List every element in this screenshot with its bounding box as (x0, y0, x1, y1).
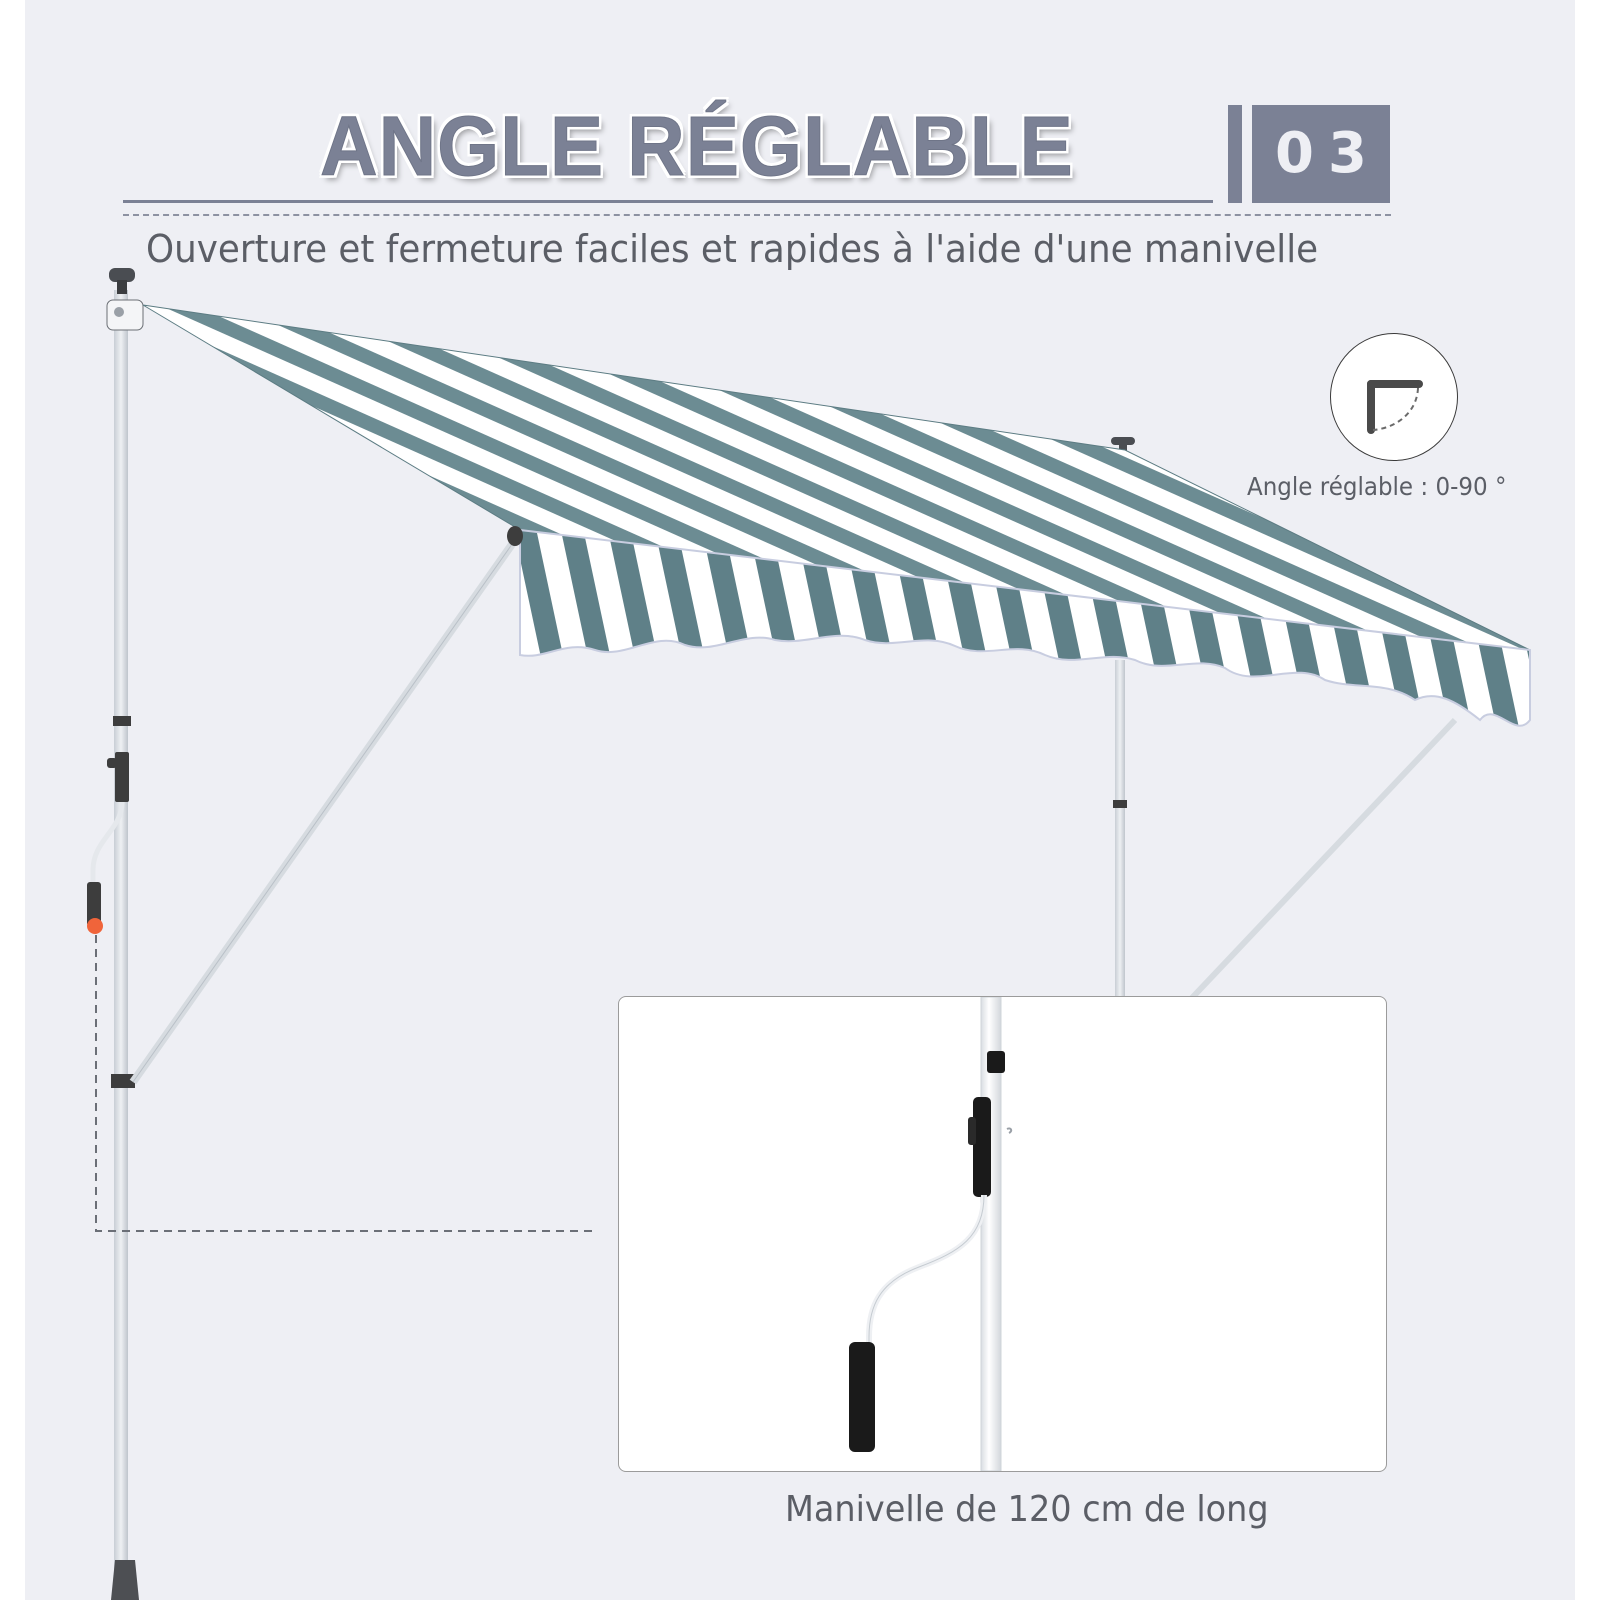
crank-handle-image (849, 997, 1013, 1471)
step-number-badge: 03 (1252, 105, 1390, 203)
awning-valance (519, 528, 1531, 727)
angle-indicator (1330, 333, 1458, 461)
dashed-divider (123, 214, 1391, 216)
highlight-dot (87, 918, 103, 934)
awning-illustration (87, 268, 1531, 1600)
page-title: ANGLE RÉGLABLE (320, 99, 1074, 194)
right-pole (1111, 437, 1458, 1003)
inset-caption: Manivelle de 120 cm de long (785, 1489, 1269, 1530)
right-angle-icon (1367, 380, 1423, 434)
left-pole (87, 268, 144, 1600)
crank-closeup-inset (618, 996, 1387, 1472)
title-underline (123, 200, 1213, 203)
page-subtitle: Ouverture et fermeture faciles et rapide… (146, 227, 1319, 271)
feature-canvas: ANGLE RÉGLABLE 03 Ouverture et fermeture… (25, 0, 1575, 1600)
callout-connector (95, 935, 597, 1232)
badge-accent-bar (1228, 105, 1242, 203)
angle-range-label: Angle réglable : 0-90 ° (1247, 472, 1507, 501)
